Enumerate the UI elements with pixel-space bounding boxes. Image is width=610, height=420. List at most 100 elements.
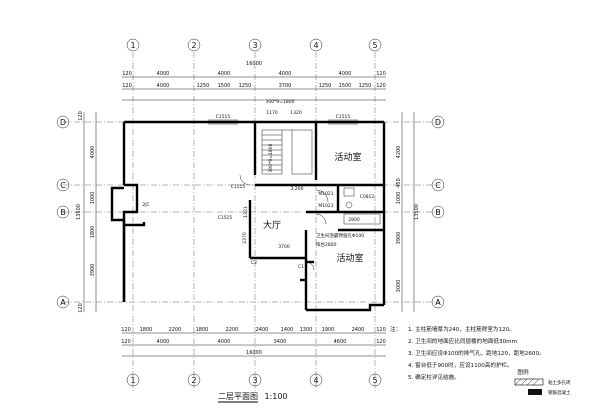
- room-labels: 活动室 大厅 活动室: [263, 151, 364, 264]
- axis-label-3-bottom: 3: [252, 376, 257, 385]
- dim-right-4: 3000: [396, 280, 402, 293]
- dim-top-outer-5: 120: [376, 71, 386, 77]
- dim-right-3: 3900: [396, 232, 402, 245]
- axis-label-1-bottom: 1: [130, 376, 135, 385]
- door-c0812: C0812: [360, 194, 375, 200]
- dim-bottom-inner-2: 2200: [169, 327, 182, 333]
- dim-bottom-outer-2: 4000: [218, 339, 231, 345]
- dim-bottom-inner-5: 2400: [256, 327, 269, 333]
- dim-top-outer-4: 4000: [339, 71, 352, 77]
- balcony-note: 阳台2800: [316, 241, 337, 248]
- dim-3200: 3,200: [291, 186, 304, 192]
- axis-label-5: 5: [372, 41, 377, 50]
- axis-bubbles-bottom: 1 2 3 4 5: [126, 373, 382, 387]
- dim-bottom-inner-6: 1400: [281, 327, 294, 333]
- axis-bubbles-top: 1 2 3 4 5: [126, 38, 382, 52]
- bottom-dimensions: 120 1800 2200 1800 2200 2400 1400 1300 1…: [121, 327, 386, 357]
- dim-2370: 2370: [242, 232, 248, 244]
- dim-top-outer-2: 4000: [218, 71, 231, 77]
- door-swings: [239, 174, 329, 271]
- legend: 图例 粘土多孔砖 钢筋混凝土: [514, 368, 571, 396]
- dim-top-inner-5: 3700: [279, 83, 292, 89]
- legend-item-brick: 粘土多孔砖: [548, 379, 571, 386]
- label-c2: C2: [251, 260, 257, 266]
- dim-top-outer-0: 120: [122, 71, 132, 77]
- dim-bottom-inner-0: 120: [121, 327, 131, 333]
- axis-label-a: A: [60, 298, 66, 307]
- label-2jc: 2JC: [142, 202, 149, 208]
- dim-left-5: 120: [78, 303, 84, 313]
- dim-left-2: 1000: [90, 192, 96, 205]
- drawing-title: 二层平面图: [218, 392, 258, 401]
- dim-top-inner-4: 1250: [239, 83, 252, 89]
- dim-2800: 2800: [348, 217, 360, 223]
- dim-1170: 1170: [266, 110, 278, 116]
- note-item-2: 2. 卫生间的地面应比同层楼的地面低30mm: [408, 337, 517, 345]
- dim-top-inner-7: 1500: [339, 83, 352, 89]
- dim-bottom-inner-10: 120: [376, 327, 386, 333]
- dim-bottom-inner-8: 1900: [322, 327, 335, 333]
- legend-swatch-concrete: [528, 389, 542, 395]
- dim-bottom-inner-3: 1800: [196, 327, 209, 333]
- dim-top-total: 16000: [246, 61, 262, 67]
- axis-label-c: C: [60, 181, 66, 190]
- legend-swatch-brick: [514, 378, 544, 386]
- left-dimensions: 120 4000 1000 1800 3900 120 13500: [76, 111, 97, 313]
- dim-top-inner-0: 120: [122, 83, 132, 89]
- dim-bottom-outer-5: 120: [376, 339, 386, 345]
- dim-bottom-outer-3: 3400: [274, 339, 287, 345]
- label-c1: C1: [298, 264, 304, 270]
- note-item-3: 3. 卫生间应设Φ100的排气孔，距地120，距地2600。: [408, 349, 545, 357]
- axis-label-3: 3: [252, 41, 257, 50]
- door-m1021-b: M1021: [318, 203, 333, 209]
- dim-bottom-total: 16000: [246, 350, 262, 356]
- axis-label-b: B: [60, 208, 66, 217]
- dim-bottom-inner-9: 2400: [352, 327, 365, 333]
- stair-dim-label: 300*9=1800: [268, 143, 274, 172]
- dim-left-3: 1800: [90, 226, 96, 239]
- door-m1021-a: M1021: [318, 191, 333, 197]
- notes-prefix: 注：: [390, 325, 401, 333]
- dim-bottom-inner-1: 1800: [140, 327, 153, 333]
- room-activity-1: 活动室: [334, 151, 361, 163]
- axis-label-2: 2: [191, 41, 196, 50]
- dim-left-0: 120: [78, 111, 84, 121]
- drawing-title-block: 二层平面图 1:100: [218, 392, 288, 403]
- dim-top-inner-6: 1250: [319, 83, 332, 89]
- dim-bottom-outer-1: 4000: [157, 339, 170, 345]
- axis-label-a-right: A: [435, 298, 441, 307]
- axis-label-b-right: B: [435, 208, 441, 217]
- dim-left-4: 3900: [90, 264, 96, 277]
- dim-bottom-inner-4: 2200: [226, 327, 239, 333]
- notes-block: 注： 1. 主柱筋墙厚为240，主柱筋除室为120。 2. 卫生间的地面应比同层…: [390, 325, 545, 381]
- window-c1515-b: C1515: [336, 114, 351, 120]
- axis-label-d-right: D: [435, 118, 441, 127]
- dim-right-0: 4200: [396, 146, 402, 159]
- dim-top-inner-3: 1500: [218, 83, 231, 89]
- window-c1515-a: C1515: [216, 114, 231, 120]
- axis-label-4-bottom: 4: [313, 376, 318, 385]
- dim-right-1: 450: [396, 178, 402, 188]
- dim-top-inner-9: 120: [376, 83, 386, 89]
- small-labels: 300*9=1800 300*9=1800 C1515 C1515 C1515 …: [142, 99, 374, 270]
- right-dimensions: 4200 450 1000 3900 3000 13500: [396, 112, 420, 312]
- axis-label-c-right: C: [435, 181, 441, 190]
- dim-1320: 1320: [290, 110, 302, 116]
- dim-bottom-outer-4: 4600: [334, 339, 347, 345]
- dim-top-inner-8: 1250: [359, 83, 372, 89]
- window-c1515-d: C1515: [231, 184, 246, 190]
- dim-left-1: 4000: [90, 146, 96, 159]
- windows: [134, 119, 358, 125]
- axis-label-2-bottom: 2: [191, 376, 196, 385]
- dim-bottom-outer-0: 120: [121, 339, 131, 345]
- dim-bottom-inner-7: 1300: [300, 327, 313, 333]
- axis-label-5-bottom: 5: [372, 376, 377, 385]
- dim-right-2: 1000: [396, 192, 402, 205]
- room-activity-2: 活动室: [336, 252, 363, 264]
- dim-top-outer-3: 4000: [279, 71, 292, 77]
- walls: [110, 120, 386, 312]
- window-c1515-c: C1515: [218, 215, 233, 221]
- legend-item-concrete: 钢筋混凝土: [548, 389, 571, 396]
- toilet-note: 卫生间浴霸预留孔Φ100: [316, 232, 364, 239]
